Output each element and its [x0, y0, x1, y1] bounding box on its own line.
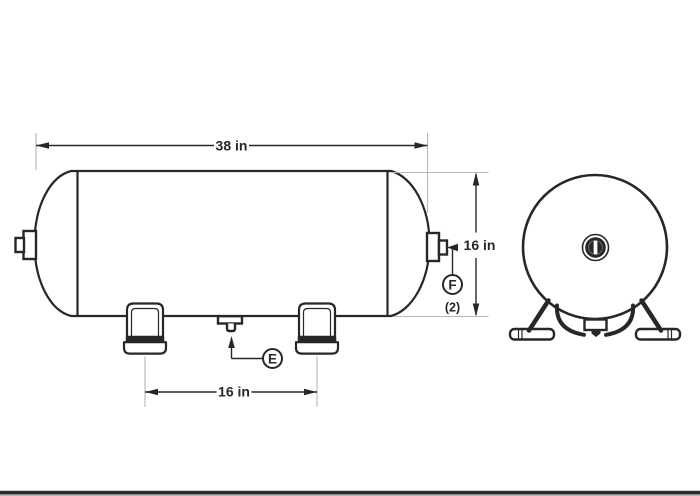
arrowhead-left-icon: [145, 388, 158, 396]
tank-seam-lines: [76, 171, 389, 316]
length-dimension: 38 in: [35, 133, 429, 213]
left-end-port: [14, 229, 38, 261]
callout-quantity-f: (2): [445, 301, 460, 315]
bottom-drain-port: [216, 315, 244, 333]
callout-letter-e: E: [268, 352, 277, 367]
foot-spacing-dimension: 16 in: [144, 356, 318, 407]
arrowhead-up-icon: [472, 172, 480, 186]
callout-letter-f: F: [448, 278, 456, 293]
end-view-drain-port: [583, 318, 608, 337]
tank-side-view: [14, 169, 449, 355]
port-e-callout: E: [228, 336, 283, 369]
end-view-leg-left: [508, 298, 586, 341]
diameter-dimension: 16 in: [391, 171, 496, 318]
tank-body-outline: [33, 169, 431, 318]
foot-spacing-dimension-label: 16 in: [218, 384, 250, 400]
mounting-foot-left: [122, 302, 168, 355]
tank-end-view: [508, 173, 682, 341]
leader-arrowhead-icon: [228, 336, 235, 348]
arrowhead-right-icon: [414, 142, 428, 149]
arrowhead-left-icon: [36, 142, 49, 149]
length-dimension-label: 38 in: [216, 138, 248, 154]
callout-circle-f: [442, 274, 463, 295]
port-f-callout: F (2): [442, 243, 463, 315]
callout-circle-e: [262, 348, 283, 369]
end-view-center-port: [581, 233, 610, 262]
arrowhead-right-icon: [304, 388, 317, 396]
arrowhead-down-icon: [472, 303, 480, 317]
diameter-dimension-label: 16 in: [464, 237, 496, 253]
bottom-edge-bar: [0, 490, 700, 496]
end-view-leg-right: [604, 298, 682, 341]
mounting-foot-right: [294, 302, 340, 355]
right-end-port: [425, 231, 449, 263]
